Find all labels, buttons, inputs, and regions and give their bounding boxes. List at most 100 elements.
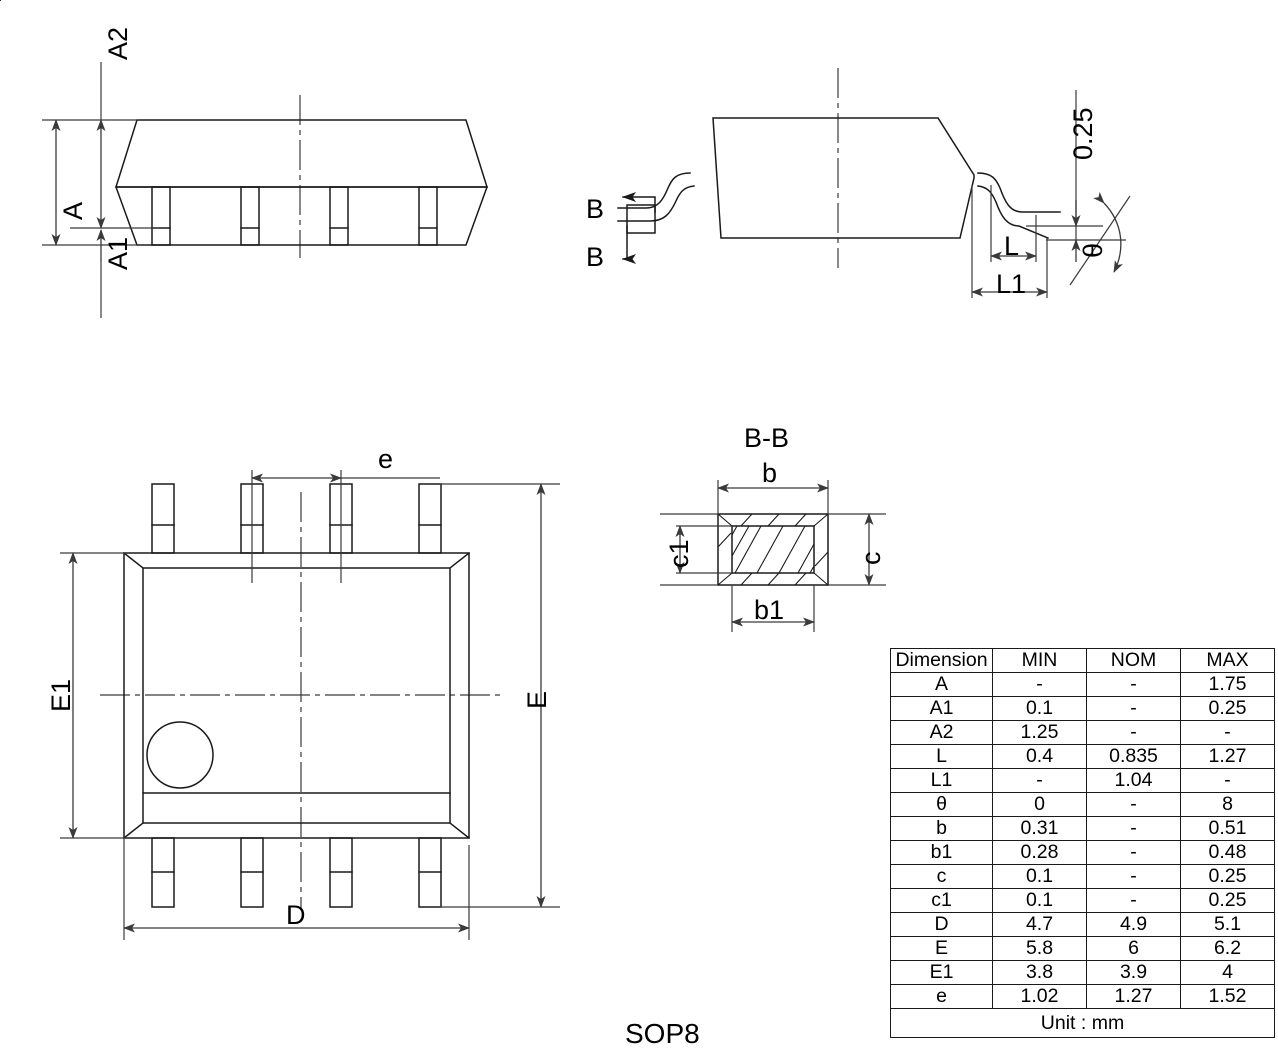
cell-min: 4.7	[992, 912, 1087, 937]
header-max: MAX	[1180, 648, 1275, 673]
cell-min: 0.31	[992, 816, 1087, 841]
cell-min: 5.8	[992, 936, 1087, 961]
table-footer-row: Unit : mm	[890, 1008, 1275, 1038]
label-c1: c1	[664, 539, 694, 568]
table-row: A--1.75	[890, 672, 1275, 697]
cell-dimension: E	[890, 936, 993, 961]
cell-nom: 6	[1086, 936, 1181, 961]
front-view-leads	[151, 186, 438, 246]
cell-nom: -	[1086, 696, 1181, 721]
label-b1: b1	[754, 595, 785, 625]
label-A: A	[58, 201, 88, 220]
top-view-leads-upper	[151, 483, 442, 554]
cell-dimension: A	[890, 672, 993, 697]
label-D: D	[286, 900, 306, 930]
cell-max: 4	[1180, 960, 1275, 985]
side-view-geometry	[0, 0, 1131, 298]
label-section-B-bottom: B	[586, 242, 605, 272]
top-view-leads-lower	[151, 837, 442, 908]
cell-max: 0.25	[1180, 696, 1275, 721]
label-E: E	[522, 690, 552, 709]
cell-nom: 1.27	[1086, 984, 1181, 1009]
cell-dimension: c	[890, 864, 993, 889]
label-A1: A1	[103, 236, 133, 270]
label-c: c	[856, 551, 886, 566]
cell-dimension: D	[890, 912, 993, 937]
cell-max: 5.1	[1180, 912, 1275, 937]
cell-dimension: A1	[890, 696, 993, 721]
cell-max: -	[1180, 720, 1275, 745]
label-gauge-plane-025: 0.25	[1068, 107, 1098, 160]
header-dimension: Dimension	[890, 648, 993, 673]
cell-dimension: b	[890, 816, 993, 841]
cell-max: -	[1180, 768, 1275, 793]
cell-min: 1.02	[992, 984, 1087, 1009]
lead-cross-section-geometry	[660, 480, 886, 632]
cell-min: 0.1	[992, 864, 1087, 889]
cell-max: 1.27	[1180, 744, 1275, 769]
header-nom: NOM	[1086, 648, 1181, 673]
cell-dimension: A2	[890, 720, 993, 745]
cell-nom: 0.835	[1086, 744, 1181, 769]
cell-max: 1.52	[1180, 984, 1275, 1009]
cell-nom: -	[1086, 840, 1181, 865]
label-A2: A2	[103, 26, 133, 60]
cell-max: 8	[1180, 792, 1275, 817]
cell-dimension: L1	[890, 768, 993, 793]
cell-max: 6.2	[1180, 936, 1275, 961]
cell-dimension: L	[890, 744, 993, 769]
top-view-geometry	[60, 470, 560, 940]
front-view-geometry	[0, 0, 489, 318]
cell-min: 0.28	[992, 840, 1087, 865]
label-L: L	[1004, 231, 1020, 261]
cell-dimension: θ	[890, 792, 993, 817]
cell-max: 0.25	[1180, 888, 1275, 913]
cell-nom: 1.04	[1086, 768, 1181, 793]
cell-min: 0	[992, 792, 1087, 817]
header-min: MIN	[992, 648, 1087, 673]
cell-nom: -	[1086, 816, 1181, 841]
section-indicator-bb	[622, 192, 656, 264]
label-section-B-top: B	[586, 194, 605, 224]
cell-min: 1.25	[992, 720, 1087, 745]
cell-min: 0.1	[992, 888, 1087, 913]
cell-nom: -	[1086, 672, 1181, 697]
cell-nom: -	[1086, 864, 1181, 889]
cell-dimension: E1	[890, 960, 993, 985]
package-name-label: SOP8	[625, 1018, 700, 1049]
cell-dimension: c1	[890, 888, 993, 913]
cell-nom: -	[1086, 888, 1181, 913]
cell-nom: -	[1086, 720, 1181, 745]
label-L1: L1	[996, 269, 1027, 299]
cell-nom: -	[1086, 792, 1181, 817]
cell-min: -	[992, 768, 1087, 793]
cell-max: 1.75	[1180, 672, 1275, 697]
table-row: L1-1.04-	[890, 768, 1275, 793]
cell-max: 0.48	[1180, 840, 1275, 865]
cell-max: 0.51	[1180, 816, 1275, 841]
cell-max: 0.25	[1180, 864, 1275, 889]
table-header-row: Dimension MIN NOM MAX	[890, 648, 1275, 673]
label-E1: E1	[46, 678, 76, 712]
label-section-title-bb: B-B	[744, 423, 790, 453]
unit-note: Unit : mm	[890, 1008, 1275, 1038]
label-e: e	[378, 444, 394, 474]
cell-nom: 3.9	[1086, 960, 1181, 985]
label-b: b	[762, 458, 778, 488]
label-theta: θ	[1078, 242, 1108, 258]
